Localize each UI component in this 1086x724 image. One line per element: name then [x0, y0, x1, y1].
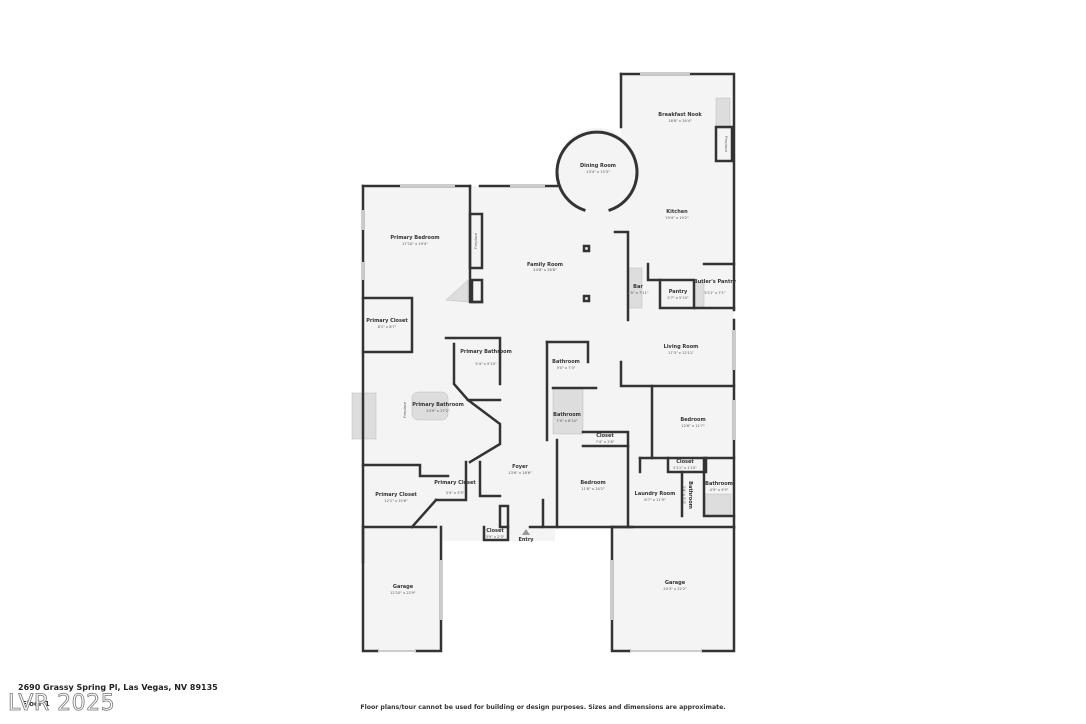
room-primary-closet-top-label: Primary Closet — [366, 318, 408, 324]
room-garage-right-label: Garage — [665, 580, 686, 586]
room-butlers-pantry-dim: 5'11" x 7'1" — [704, 291, 725, 295]
room-bathroom-4-label: Bathroom — [705, 481, 733, 487]
watermark: LVR 2025 — [8, 691, 116, 717]
fireplace-label: Fireplace — [724, 136, 728, 153]
room-primary-bathroom-main-label: Primary Bathroom — [412, 402, 464, 408]
room-foyer-label: Foyer — [512, 464, 528, 470]
room-bathroom-2-dim: 7'0" x 8'10" — [556, 419, 577, 423]
fireplace-label: Fireplace — [474, 232, 478, 249]
room-bar-label: Bar — [633, 284, 643, 290]
room-bedroom-center-dim: 11'8" x 14'2" — [581, 487, 605, 491]
room-bathroom-3-dim: 3'4" x 5'3" — [682, 486, 686, 505]
room-closet-mid-label: Closet — [596, 433, 614, 439]
room-entry-label: Entry — [518, 537, 534, 543]
pantry-shelf — [693, 281, 705, 309]
room-foyer-dim: 13'6" x 18'6" — [508, 471, 532, 475]
room-dining-room-dim: 13'4" x 13'3" — [586, 170, 610, 174]
room-primary-closet-bottom-dim: 12'1" x 10'6" — [384, 499, 408, 503]
bathtub-fixture — [411, 391, 449, 421]
room-primary-bedroom-dim: 17'10" x 19'4" — [402, 242, 428, 246]
room-living-room-label: Living Room — [664, 344, 699, 350]
counter — [715, 97, 731, 129]
room-pantry-label: Pantry — [669, 289, 688, 295]
room-garage-right-dim: 20'3" x 22'2" — [663, 587, 687, 591]
entry-arrow-icon — [522, 529, 530, 535]
room-pantry-dim: 5'7" x 5'10" — [667, 296, 688, 300]
room-kitchen-label: Kitchen — [666, 209, 688, 215]
room-primary-closet-small-label: Primary Closet — [434, 480, 476, 486]
corner-fixture — [445, 279, 469, 303]
floor-areas — [363, 74, 734, 651]
room-primary-bathroom-small-dim: 5'4" x 5'10" — [475, 362, 496, 366]
room-bathroom-3-label: Bathroom — [687, 481, 693, 509]
room-primary-closet-top-dim: 8'1" x 8'7" — [378, 325, 397, 329]
room-bathroom-4-dim: 4'9" x 9'5" — [710, 488, 729, 492]
room-bedroom-center-label: Bedroom — [580, 480, 605, 486]
room-bar-dim: 7'0" x 7'11" — [627, 291, 648, 295]
fireplace-label: Fireplace — [403, 401, 407, 418]
disclaimer: Floor plans/tour cannot be used for buil… — [360, 704, 726, 711]
room-garage-left-label: Garage — [393, 584, 414, 590]
room-bathroom-2-label: Bathroom — [553, 412, 581, 418]
room-butlers-pantry-label: Butler's Pantry — [694, 279, 737, 285]
room-labels: Breakfast Nook 18'8" x 34'4" Dining Room… — [366, 112, 737, 595]
room-primary-closet-small-dim: 3'4" x 5'5" — [446, 491, 465, 495]
room-bedroom-right-label: Bedroom — [680, 417, 705, 423]
room-living-room-dim: 17'3" x 12'11" — [668, 351, 694, 355]
room-closet-entry-label: Closet — [486, 528, 504, 534]
room-family-room-label: Family Room — [527, 262, 563, 268]
room-closet-right-label: Closet — [676, 459, 694, 465]
room-kitchen-dim: 19'4" x 19'2" — [665, 216, 689, 220]
room-bedroom-right-dim: 12'6" x 11'7" — [681, 424, 705, 428]
room-primary-bathroom-main-dim: 24'9" x 27'2" — [426, 409, 450, 413]
room-breakfast-nook-dim: 18'8" x 34'4" — [668, 119, 692, 123]
room-closet-mid-dim: 7'4" x 2'6" — [596, 440, 615, 444]
room-primary-bedroom-label: Primary Bedroom — [390, 235, 439, 241]
shower-fixture — [704, 493, 732, 517]
room-family-room-dim: 24'8" x 26'8" — [533, 268, 557, 272]
room-dining-room-label: Dining Room — [580, 163, 616, 169]
room-closet-right-dim: 5'11" x 1'10" — [673, 466, 697, 470]
room-laundry-room-label: Laundry Room — [635, 491, 676, 497]
room-laundry-room-dim: 8'7" x 11'9" — [644, 498, 665, 502]
windows — [362, 73, 735, 652]
property-address: 2690 Grassy Spring Pl, Las Vegas, NV 891… — [18, 683, 218, 692]
room-garage-left-dim: 12'10" x 22'9" — [390, 591, 416, 595]
room-bathroom-1-label: Bathroom — [552, 359, 580, 365]
room-breakfast-nook-label: Breakfast Nook — [658, 112, 702, 118]
room-primary-bathroom-small-label: Primary Bathroom — [460, 349, 512, 355]
floor-name: Floor 1 — [22, 700, 50, 708]
shower-fixture — [552, 387, 584, 435]
room-primary-closet-bottom-label: Primary Closet — [375, 492, 417, 498]
room-bathroom-1-dim: 5'0" x 7'3" — [557, 366, 576, 370]
room-closet-entry-dim: 3'9" x 2'3" — [486, 535, 505, 539]
